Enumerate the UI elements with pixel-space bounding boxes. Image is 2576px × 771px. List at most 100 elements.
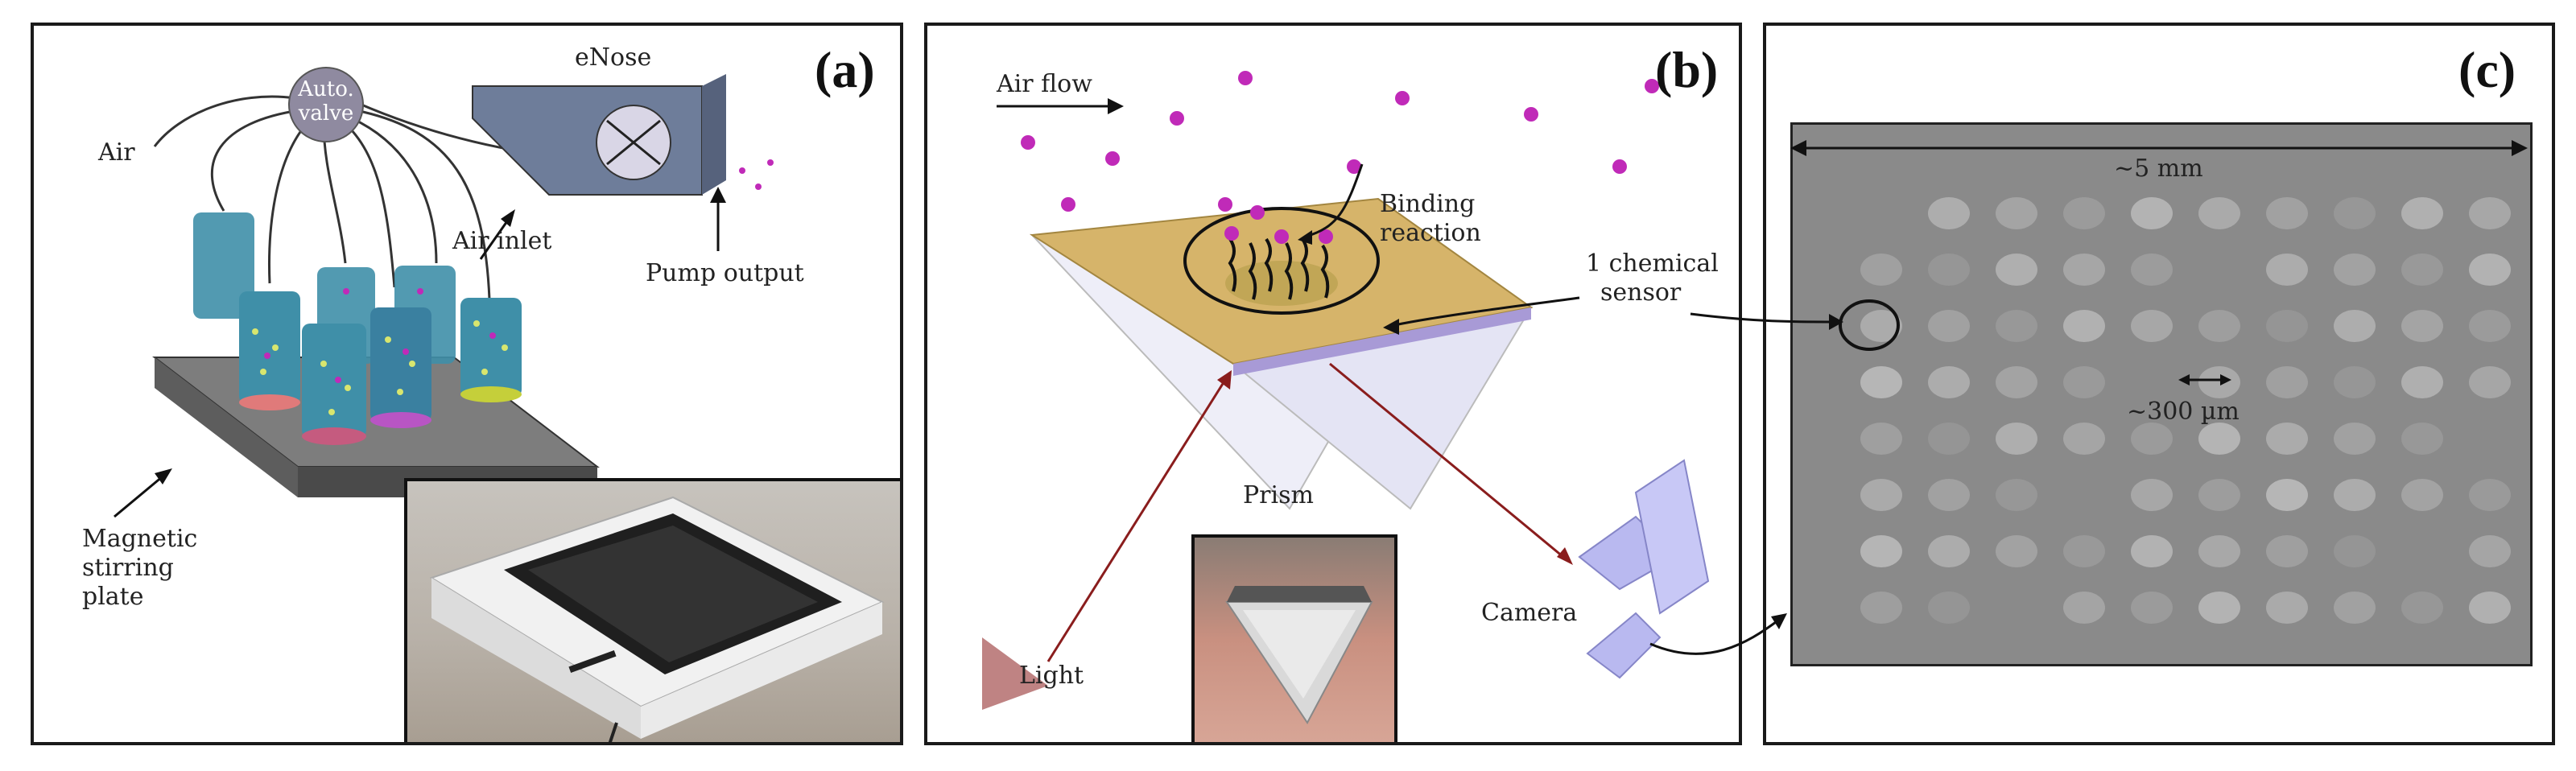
panel-a-tag: (a) (815, 41, 875, 98)
sensor-spot (1860, 254, 1902, 286)
sensor-spot (1996, 310, 2037, 342)
sensor-spot (1928, 254, 1970, 286)
panel-b-tag: (b) (1655, 41, 1719, 98)
sensor-region-outline (1183, 207, 1380, 315)
stirring-plate-label-line1: Magnetic (82, 525, 198, 553)
sensor-spot (2063, 197, 2105, 229)
chemical-sensor-label-line1: 1 chemical (1586, 249, 1719, 278)
binding-reaction-label-line1: Binding (1380, 190, 1476, 218)
sensor-spot (2131, 254, 2173, 286)
sensor-spot (2401, 310, 2443, 342)
chemical-sensor-label-line2: sensor (1600, 278, 1682, 307)
sensor-spot (2401, 254, 2443, 286)
array-width-label: ~5 mm (2114, 155, 2203, 183)
sensor-spot (1860, 592, 1902, 624)
enose-device-photo (404, 478, 900, 742)
sensor-spot (2334, 366, 2376, 398)
sensor-spot-grid (1860, 197, 2511, 624)
auto-valve-label-line2: valve (298, 101, 354, 126)
enose-setup-diagram (114, 67, 774, 518)
sensor-spot (2198, 197, 2240, 229)
pump-output-label: Pump output (646, 259, 804, 287)
air-inlet-label: Air inlet (452, 227, 552, 255)
sensor-spot (1928, 310, 1970, 342)
auto-valve-sphere (288, 67, 364, 142)
light-label: Light (1019, 662, 1084, 690)
sensor-spot (2063, 423, 2105, 455)
sensor-array-image (1790, 122, 2533, 666)
sensor-spot (2266, 366, 2308, 398)
sensor-spot (2334, 479, 2376, 511)
receptor-chains (1228, 237, 1330, 300)
sensor-spot (2063, 592, 2105, 624)
sensor-spot (2334, 423, 2376, 455)
sensor-spot (1996, 254, 2037, 286)
sensor-spot (2334, 197, 2376, 229)
vial-bubbles (252, 320, 508, 415)
spot-size-label: ~300 µm (2127, 398, 2240, 426)
camera-icon (1578, 459, 1710, 679)
vial-molecules (264, 288, 496, 383)
sensor-spot (2266, 310, 2308, 342)
sensor-spot (2469, 592, 2511, 624)
sensor-spot (1928, 592, 1970, 624)
sensor-spot (2131, 197, 2173, 229)
sensor-spot (1860, 535, 1902, 567)
sensor-spot (2266, 254, 2308, 286)
sensor-spot (1928, 366, 1970, 398)
sensor-spot (2266, 423, 2308, 455)
sensor-spot (2131, 479, 2173, 511)
sensor-spot (2198, 423, 2240, 455)
sensor-spot (1860, 366, 1902, 398)
sensor-spot (2469, 535, 2511, 567)
air-label: Air (98, 138, 135, 167)
sensor-spot (1928, 197, 1970, 229)
sensor-spot (2131, 592, 2173, 624)
stirring-plate-side (155, 357, 298, 497)
panel-c-tag: (c) (2458, 41, 2516, 98)
binding-reaction-label-line2: reaction (1380, 219, 1481, 247)
sensor-spot (2198, 310, 2240, 342)
sensor-spot (1860, 310, 1902, 342)
sensor-spot (2266, 197, 2308, 229)
panel-b: (b) Air flow Binding reaction 1 chemical… (924, 23, 1742, 745)
sensor-spot (2401, 423, 2443, 455)
sensor-spot (2401, 197, 2443, 229)
sensor-spot (2334, 254, 2376, 286)
sensor-spot (2198, 366, 2240, 398)
sensor-spot (2063, 366, 2105, 398)
sensor-spot (2131, 310, 2173, 342)
prism-photo (1191, 534, 1397, 742)
sensor-spot (2063, 254, 2105, 286)
spr-sensor-diagram (982, 71, 1710, 710)
sensor-spot (1996, 423, 2037, 455)
stirring-plate-label-line3: plate (82, 583, 144, 611)
light-source (982, 637, 1048, 710)
sensor-spot (2334, 592, 2376, 624)
valve-tubes (153, 95, 542, 300)
sensor-spot (1860, 479, 1902, 511)
panel-c: (c) ~5 mm ~300 µm (1763, 23, 2555, 745)
sensor-spot (2131, 535, 2173, 567)
sensor-spot (2198, 535, 2240, 567)
sensor-spot (2063, 310, 2105, 342)
sensor-spot (2469, 479, 2511, 511)
sensor-spot (2266, 535, 2308, 567)
prism-label: Prism (1243, 481, 1314, 509)
sensor-spot (2401, 479, 2443, 511)
auto-valve-label-line1: Auto. (298, 77, 354, 101)
sensor-spot (2469, 197, 2511, 229)
sensor-spot (2469, 310, 2511, 342)
sensor-spot (1928, 479, 1970, 511)
sensor-spot (2401, 366, 2443, 398)
sensor-spot (1996, 479, 2037, 511)
sensor-spot (1928, 423, 1970, 455)
sensor-spot (2198, 479, 2240, 511)
stirring-plate-label-line2: stirring (82, 554, 174, 582)
sensor-spot (2063, 535, 2105, 567)
sensor-spot (2266, 592, 2308, 624)
air-flow-label: Air flow (997, 70, 1092, 98)
sensor-spot (2334, 310, 2376, 342)
sensor-spot (2131, 423, 2173, 455)
sensor-spot (1928, 535, 1970, 567)
